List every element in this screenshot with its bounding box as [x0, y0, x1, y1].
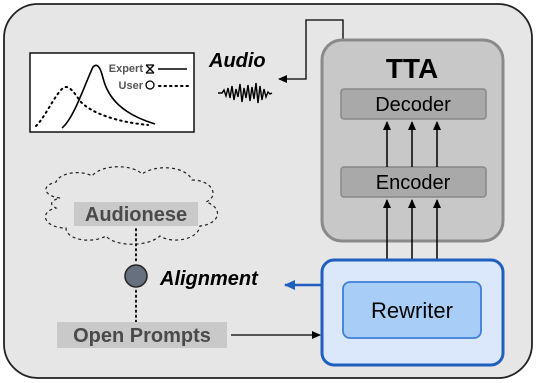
open-prompts-label: Open Prompts: [73, 325, 211, 347]
audionese-label: Audionese: [85, 204, 187, 226]
encoder-box: [340, 166, 487, 198]
rewriter-block: Rewriter: [320, 258, 505, 367]
waveform-icon: [218, 82, 273, 104]
rewriter-label: Rewriter: [371, 298, 453, 323]
legend-expert-label: Expert: [109, 63, 144, 75]
expert-curve: [61, 64, 156, 129]
alignment-node: [124, 264, 148, 288]
alignment-label: Alignment: [159, 268, 259, 290]
tta-title: TTA: [386, 53, 438, 84]
audio-label: Audio: [208, 50, 266, 72]
tta-to-audio-arrow: [278, 19, 344, 83]
legend-user-label: User: [119, 80, 144, 92]
decoder-label: Decoder: [375, 94, 451, 116]
rewriter-inner-box: [342, 281, 482, 339]
audionese-cloud: [44, 166, 218, 245]
expert-marker-icon: [145, 64, 155, 74]
decoder-box: [340, 88, 487, 120]
plot-frame: [29, 52, 195, 133]
audionese-label-bg: [74, 202, 198, 226]
user-curve: [35, 86, 149, 127]
open-prompts-label-bg: [57, 322, 227, 348]
plot-panel: Expert User: [29, 52, 195, 133]
tta-block: TTA Decoder Encoder: [320, 38, 505, 243]
encoder-label: Encoder: [376, 172, 451, 194]
user-marker-icon: [145, 80, 155, 90]
